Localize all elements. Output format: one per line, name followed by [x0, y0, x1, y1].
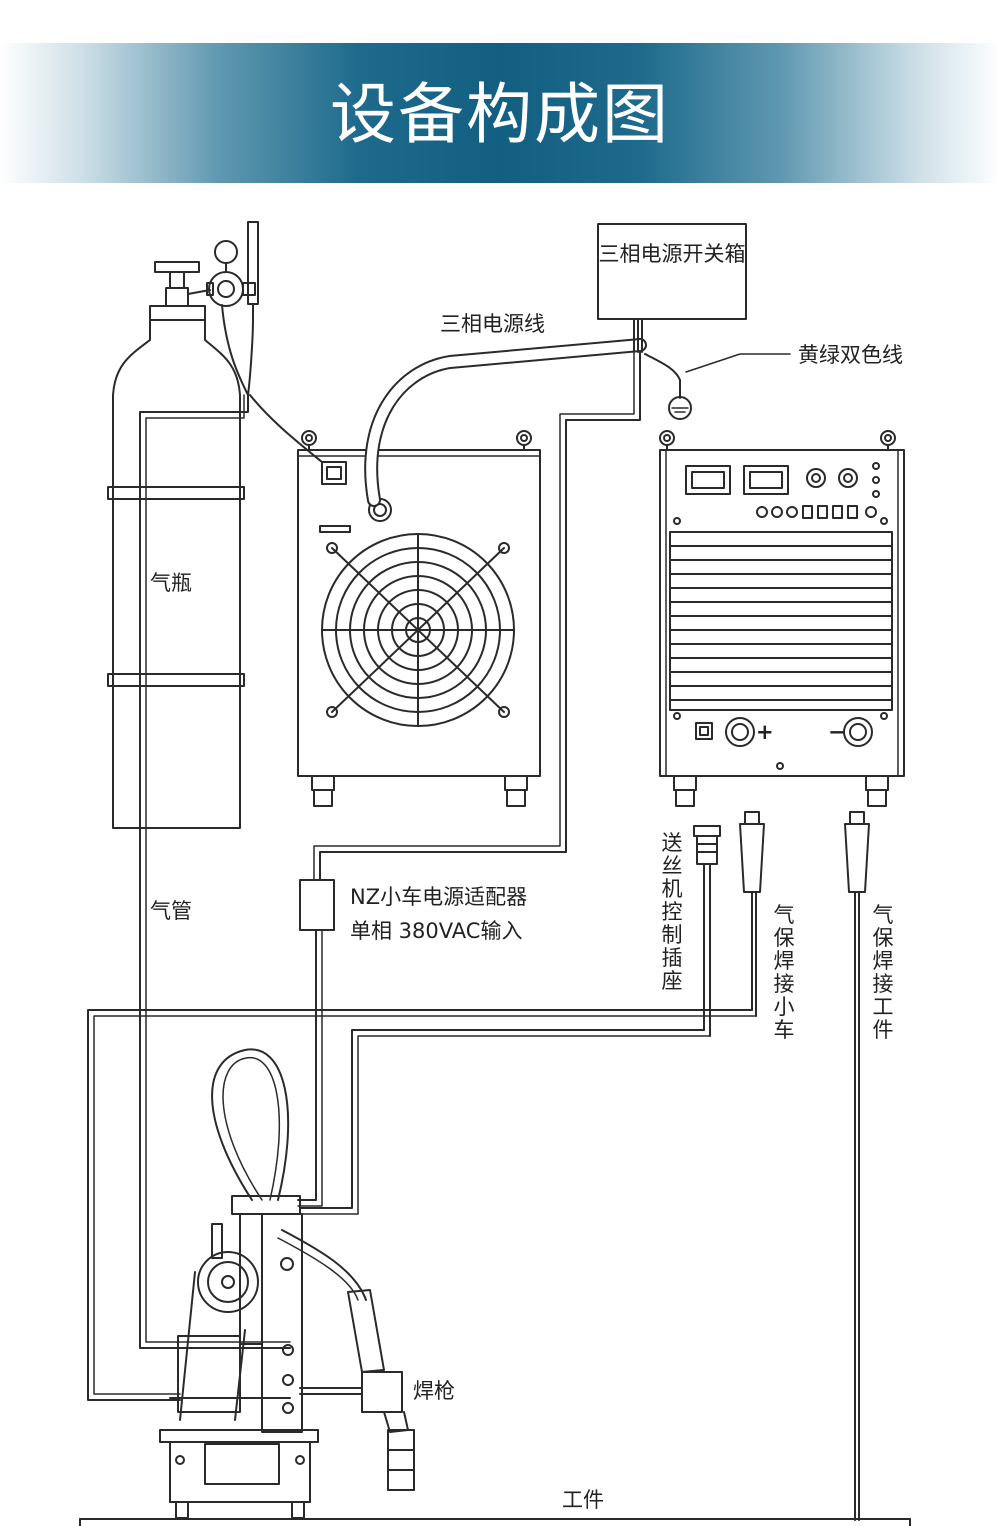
switch-box-label: 三相电源开关箱 [598, 242, 746, 266]
workpiece-label: 工件 [562, 1488, 604, 1512]
adapter-output [297, 929, 317, 1201]
adapter-cable [319, 351, 641, 881]
control-plug [693, 825, 721, 1037]
positive-terminal-label: + [756, 720, 774, 744]
ground-symbol [668, 396, 692, 420]
wire-feeder-socket-label: 送丝机控制插座 [661, 831, 683, 993]
carriage-lug [739, 811, 765, 1017]
workpiece-plate [79, 1518, 911, 1526]
adapter-label-line1: NZ小车电源适配器 [350, 885, 528, 909]
gas-pipe-line [139, 394, 291, 1349]
adapter-output-2 [297, 929, 323, 1207]
ground-wire-label: 黄绿双色线 [798, 343, 903, 367]
header-banner [0, 43, 1000, 183]
control-cable [299, 1029, 705, 1209]
regulator-hose-2 [247, 317, 254, 396]
gas-cylinder-label: 气瓶 [150, 571, 192, 595]
negative-terminal-label: − [828, 720, 846, 744]
welding-cable-2 [93, 1015, 757, 1395]
torch-label: 焊枪 [413, 1379, 455, 1403]
gas-cylinder [107, 261, 245, 829]
page-title: 设备构成图 [330, 76, 670, 153]
regulator-hose [221, 304, 249, 396]
workpiece-lug [844, 811, 870, 1521]
gas-pipe-line-inner [145, 394, 291, 1343]
switch-box [597, 223, 747, 353]
adapter-cable-2 [313, 351, 635, 881]
three-phase-cable-inner [366, 340, 645, 505]
gas-hose-label: 气管 [150, 899, 192, 923]
welder-power-source [659, 430, 905, 807]
welding-cable [87, 1009, 753, 1401]
three-phase-cable-outer [364, 338, 647, 507]
control-cable-2 [299, 1035, 711, 1215]
adapter-box [299, 879, 335, 931]
power-line-label: 三相电源线 [440, 312, 545, 336]
gas-welding-workpiece-label: 气保焊接工件 [872, 903, 894, 1042]
gas-regulator [206, 221, 259, 319]
ground-pointer [685, 353, 791, 373]
welder-fan-unit [297, 430, 541, 807]
gas-welding-carriage-label: 气保焊接小车 [773, 903, 795, 1042]
adapter-label-line2: 单相 380VAC输入 [350, 919, 523, 943]
ground-wire [644, 353, 681, 399]
heater-cable [249, 394, 323, 463]
welding-torch [277, 1229, 415, 1491]
welding-carriage [159, 1048, 363, 1519]
